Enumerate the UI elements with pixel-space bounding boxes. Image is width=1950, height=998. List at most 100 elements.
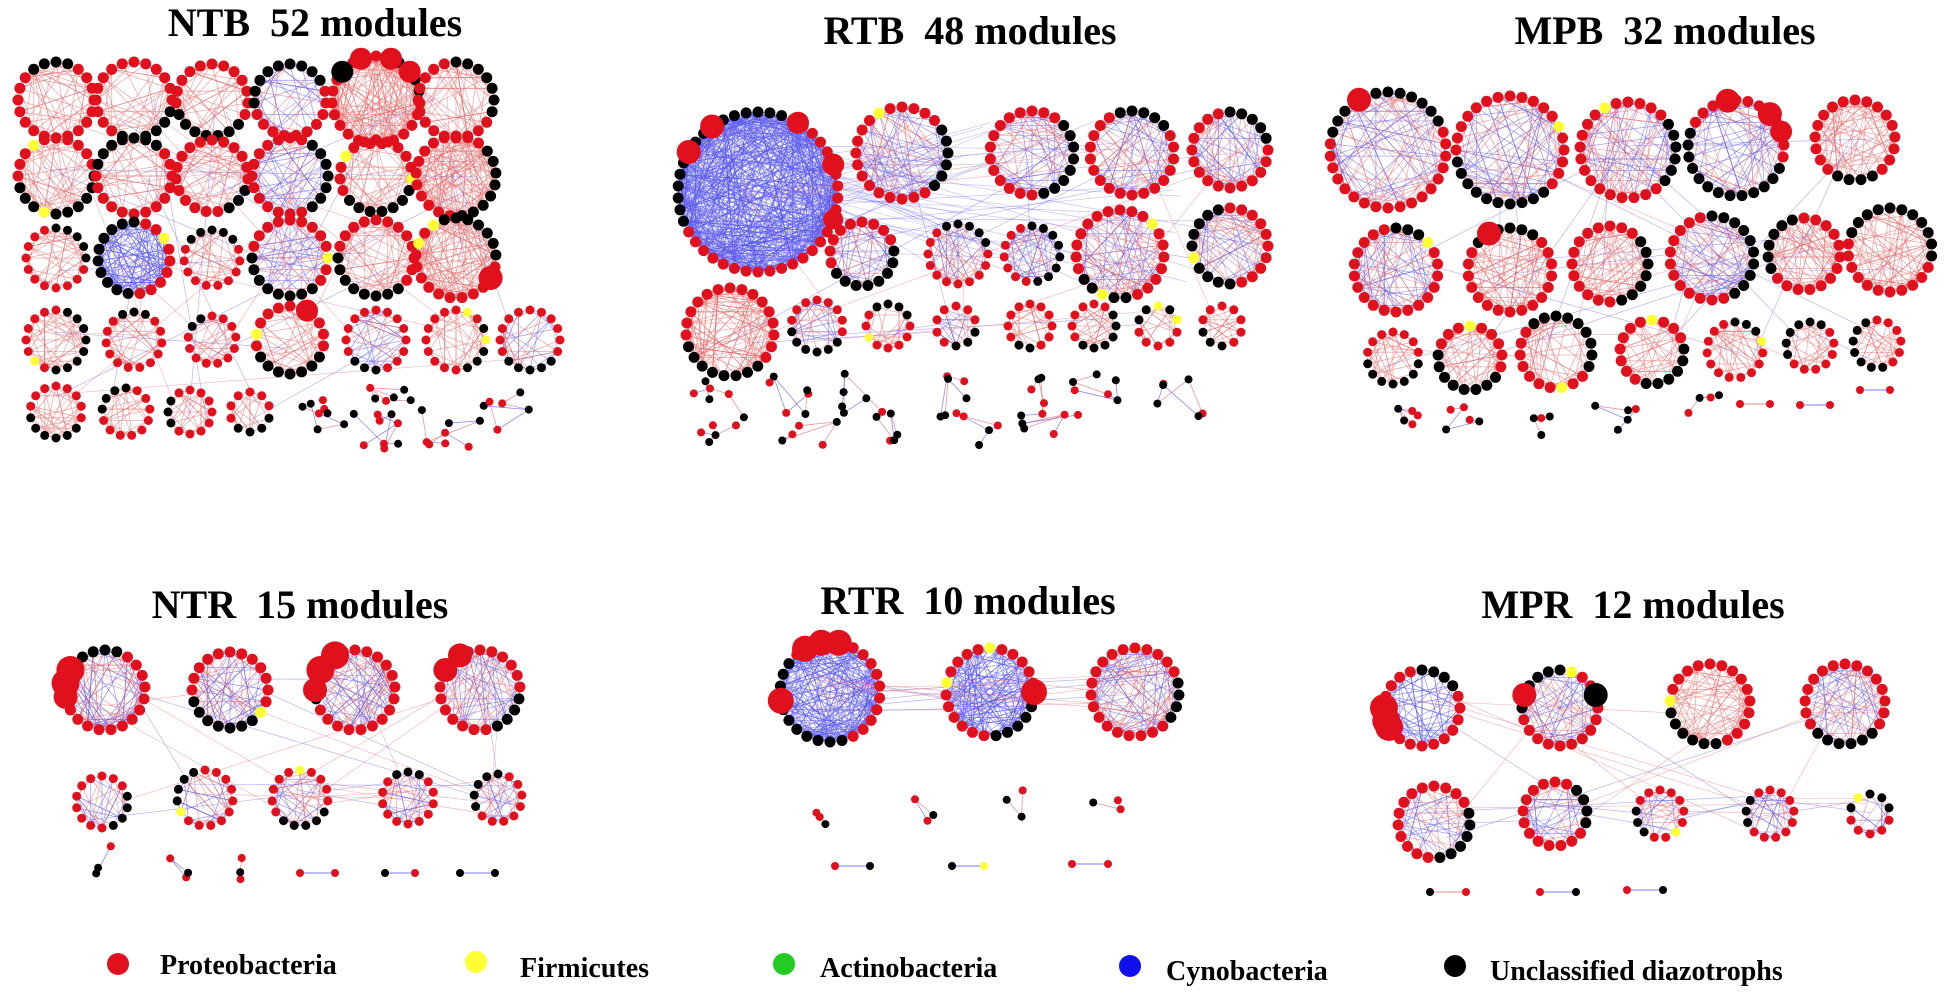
- network-edge-1211: [277, 221, 291, 297]
- network-edge-314: [387, 57, 394, 141]
- network-edge-590: [111, 206, 146, 213]
- network-edge-1109: [98, 249, 118, 290]
- network-edge-593: [145, 139, 166, 199]
- network-edge-1087: [100, 272, 152, 291]
- network-edge-1588: [278, 333, 324, 373]
- network-edge-727: [358, 200, 403, 209]
- network-edge-120: [175, 79, 243, 104]
- network-edge-767: [353, 147, 407, 157]
- network-edge-19: [19, 111, 45, 137]
- network-edge-659: [289, 153, 322, 215]
- network-edge-531: [24, 153, 45, 213]
- network-edge-1157: [187, 232, 201, 273]
- network-edge-156: [176, 91, 186, 125]
- network-edge-1705: [425, 318, 478, 341]
- network-edge-1241: [339, 269, 365, 295]
- network-edge-834: [421, 195, 484, 206]
- network-edge-1756: [550, 318, 559, 352]
- network-edge-471: [455, 88, 493, 139]
- network-edge-447: [425, 111, 493, 123]
- network-edge-1223: [251, 235, 321, 259]
- network-edge-1907: [249, 395, 263, 433]
- network-edge-1102: [133, 221, 161, 283]
- network-edge-1650: [364, 311, 407, 341]
- network-edge-1139: [185, 229, 213, 250]
- network-edge-41: [19, 63, 68, 89]
- network-edge-746: [392, 167, 412, 208]
- network-edge-456: [424, 63, 469, 123]
- network-edge-1842: [178, 389, 191, 432]
- network-edge-1534: [187, 315, 213, 338]
- network-edge-999: [111, 229, 129, 294]
- network-edge-69: [97, 111, 157, 132]
- network-edge-1465: [44, 311, 87, 341]
- network-edge-1200: [311, 257, 329, 289]
- network-edge-1199: [267, 227, 313, 289]
- network-edge-701: [253, 137, 291, 165]
- network-edge-51: [67, 63, 93, 89]
- network-edge-1158: [187, 271, 229, 282]
- network-edge-1538: [187, 336, 218, 364]
- network-edge-50: [55, 61, 95, 101]
- network-edge-421: [419, 61, 457, 112]
- network-edge-1957: [123, 264, 196, 330]
- network-edge-452: [433, 69, 479, 131]
- network-edge-205: [311, 71, 324, 115]
- network-edge-36: [19, 111, 87, 123]
- network-edge-3702: [822, 421, 838, 446]
- network-edge-3666: [728, 393, 745, 418]
- network-edge-605: [178, 190, 239, 201]
- network-edge-1745: [499, 318, 552, 341]
- network-edge-523: [19, 144, 79, 165]
- network-edge-1737: [529, 312, 542, 371]
- network-edge-1592: [267, 333, 324, 367]
- network-edge-1926: [444, 432, 469, 448]
- network-edge-511: [43, 145, 79, 213]
- network-edge-1560: [222, 318, 229, 359]
- network-edge-1476: [44, 311, 78, 320]
- network-edge-1978: [287, 100, 395, 117]
- network-edge-1460: [27, 318, 36, 352]
- network-edge-194: [289, 63, 321, 81]
- network-edge-407: [336, 79, 341, 126]
- network-edge-115: [111, 68, 171, 89]
- network-edge-629: [241, 156, 246, 191]
- network-edge-1747: [541, 312, 561, 341]
- network-edge-1622: [364, 312, 398, 362]
- network-edge-1975: [57, 172, 223, 192]
- network-edge-4989: [1630, 328, 1678, 372]
- network-edge-1428: [415, 224, 479, 256]
- network-edge-1071: [163, 238, 168, 273]
- network-edge-705: [253, 144, 313, 165]
- network-edge-1271: [337, 221, 388, 259]
- network-edge-1427: [433, 224, 463, 298]
- network-edge-209: [301, 65, 317, 125]
- network-edge-1965: [251, 342, 389, 420]
- network-edge-4192: [1698, 121, 1777, 179]
- network-edge-2053: [695, 241, 804, 259]
- network-edge-1846: [178, 392, 210, 424]
- network-edge-1193: [251, 257, 327, 271]
- network-edge-755: [349, 139, 377, 201]
- network-edge-1827: [103, 420, 132, 436]
- network-edge-1867: [170, 400, 202, 432]
- network-edge-458: [455, 61, 487, 79]
- network-edge-206: [259, 80, 264, 125]
- network-edge-1101: [100, 272, 161, 283]
- network-edge-766: [342, 141, 388, 191]
- network-edge-99: [145, 88, 171, 137]
- network-edge-140: [194, 71, 235, 132]
- network-edge-1226: [339, 245, 399, 290]
- network-edge-1208: [251, 219, 291, 259]
- network-edge-1370: [421, 277, 484, 288]
- network-edge-1656: [364, 312, 388, 368]
- network-edge-355: [381, 69, 409, 144]
- network-edge-1904: [237, 395, 263, 429]
- network-edge-1788: [44, 395, 77, 436]
- network-edge-1047: [122, 223, 171, 262]
- network-edge-1387: [433, 224, 494, 244]
- network-edge-1177: [259, 235, 313, 289]
- network-edge-635: [211, 139, 230, 208]
- network-edge-1938: [489, 401, 498, 430]
